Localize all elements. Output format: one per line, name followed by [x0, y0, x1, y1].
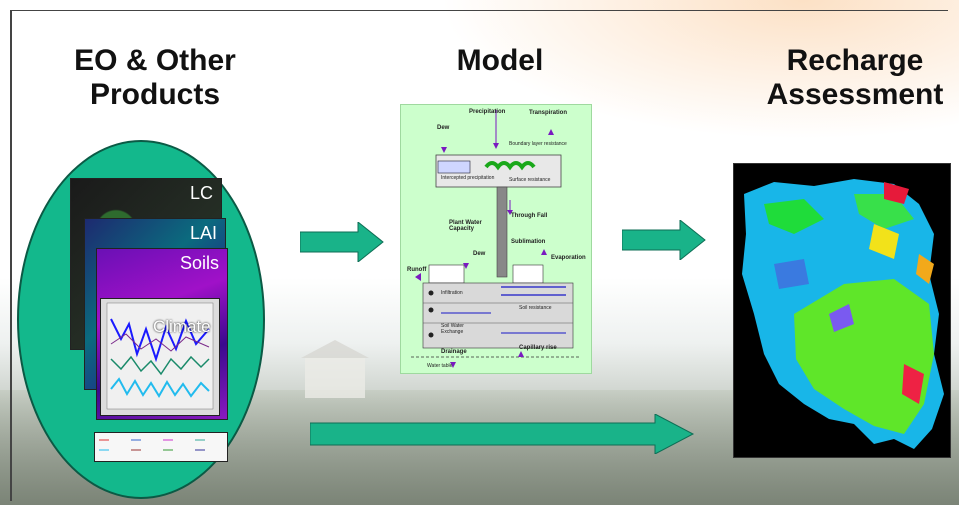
label-precipitation: Precipitation	[469, 109, 506, 115]
climate-label: Climate	[153, 317, 211, 336]
climate-legend	[94, 432, 228, 462]
label-runoff: Runoff	[407, 267, 427, 273]
lai-label: LAI	[189, 223, 217, 243]
label-capillary: Capillary rise	[519, 345, 557, 351]
label-soil-water: Soil Water Exchange	[441, 323, 464, 335]
label-soil-resistance: Soil resistance	[519, 305, 552, 311]
heading-eo-line1: EO & Other	[74, 44, 236, 77]
label-evaporation: Evaporation	[551, 255, 586, 261]
label-water-table: Water table	[427, 363, 453, 369]
lc-label: LC	[189, 183, 213, 203]
soils-label: Soils	[179, 253, 219, 273]
arrow-products-to-model	[300, 222, 384, 262]
label-plant-water: Plant Water Capacity	[449, 220, 482, 232]
label-sublimation: Sublimation	[511, 239, 546, 245]
legend-graphic	[99, 439, 205, 451]
heading-model: Model	[456, 44, 544, 77]
label-drainage: Drainage	[441, 349, 467, 355]
heading-eo-line2: Products	[89, 78, 221, 111]
climate-card: Climate	[100, 298, 220, 416]
heading-recharge-line2: Assessment	[766, 78, 944, 111]
recharge-map-graphic	[742, 179, 944, 449]
label-transpiration: Transpiration	[529, 110, 568, 116]
label-dew-top: Dew	[437, 125, 450, 131]
recharge-map	[733, 163, 951, 458]
slide-frame	[10, 10, 948, 501]
label-through-fall: Through Fall	[511, 213, 548, 219]
label-surface-resistance: Surface resistance	[509, 177, 551, 183]
climate-chart-graphic	[106, 302, 214, 410]
arrow-products-to-recharge	[310, 414, 695, 454]
heading-recharge: Recharge Assessment	[755, 44, 955, 112]
label-intercepted: Intercepted precipitation	[441, 175, 495, 181]
label-infiltration: Infiltration	[441, 290, 463, 296]
arrow-model-to-recharge	[622, 220, 706, 260]
heading-recharge-line1: Recharge	[786, 44, 924, 77]
label-boundary-layer: Boundary layer resistance	[509, 141, 567, 147]
model-diagram: Precipitation Transpiration Dew Boundary…	[400, 104, 592, 374]
background-house	[301, 340, 369, 398]
label-dew-mid: Dew	[473, 251, 486, 257]
heading-eo-products: EO & Other Products	[40, 44, 270, 112]
model-diagram-graphic	[411, 110, 581, 368]
